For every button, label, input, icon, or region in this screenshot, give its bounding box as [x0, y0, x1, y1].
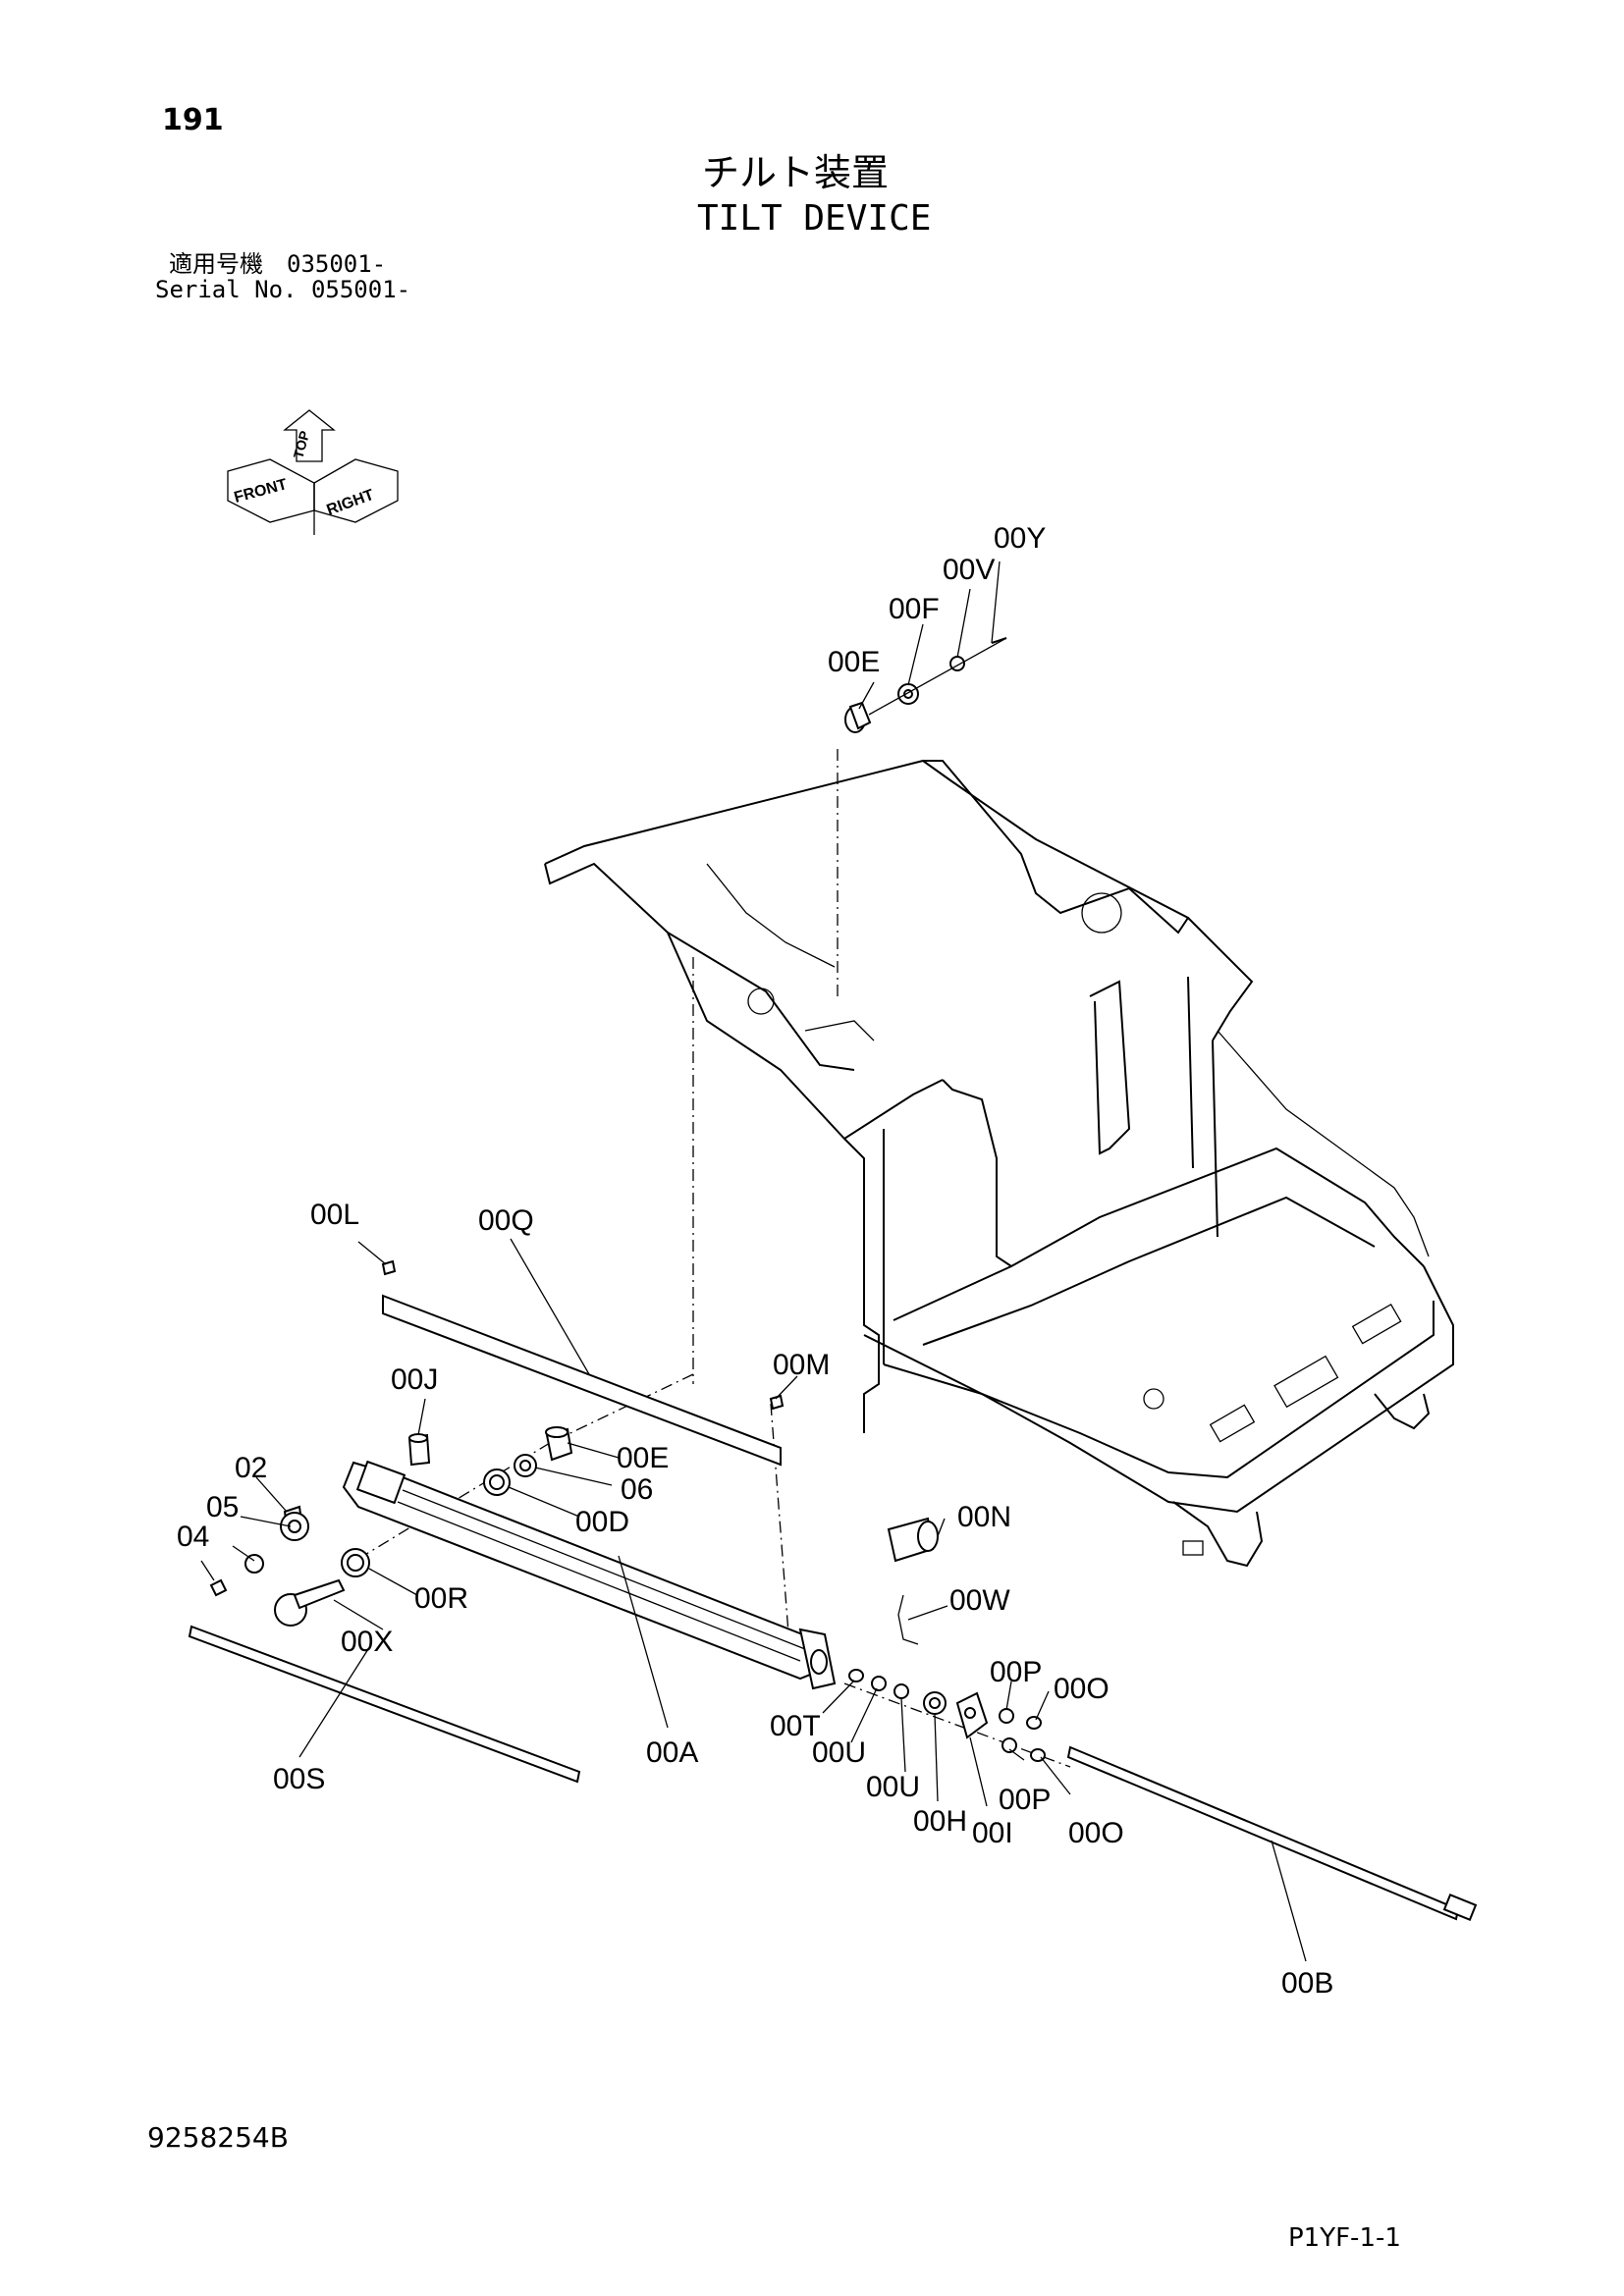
tilt-cylinder	[342, 1460, 837, 1690]
part-label-00a: 00A	[646, 1736, 698, 1769]
part-label-00m: 00M	[773, 1349, 830, 1381]
part-label-00e-upper: 00E	[828, 646, 880, 678]
orientation-label-right: RIGHT	[325, 487, 377, 519]
small-parts-left	[209, 1259, 785, 1627]
tilt-rails	[188, 1294, 1478, 1921]
part-label-00f: 00F	[889, 593, 940, 625]
part-label-00e-lower: 00E	[617, 1442, 669, 1474]
part-label-00o-upper: 00O	[1054, 1673, 1110, 1705]
part-label-00b: 00B	[1281, 1967, 1333, 2000]
leader-lines	[200, 561, 1307, 1962]
serial-range-japanese: 適用号機 035001-	[169, 250, 387, 278]
part-label-00v: 00V	[943, 554, 995, 586]
part-callouts: 00Y 00V 00F 00E 00L 00Q 00J 00M 00E 02 0…	[177, 522, 1333, 2000]
part-label-00n: 00N	[957, 1501, 1011, 1533]
part-label-00t: 00T	[770, 1710, 821, 1742]
part-label-00u-2: 00U	[866, 1771, 920, 1803]
small-parts-right	[848, 1517, 1046, 1762]
orientation-label-front: FRONT	[233, 476, 290, 507]
part-label-00x: 00X	[341, 1626, 393, 1658]
part-label-05: 05	[206, 1491, 239, 1523]
part-label-00r: 00R	[414, 1582, 468, 1615]
part-label-00q: 00Q	[478, 1204, 534, 1237]
part-label-04: 04	[177, 1521, 209, 1553]
part-label-00w: 00W	[949, 1584, 1010, 1617]
part-label-00p-lower: 00P	[999, 1784, 1051, 1816]
drawing-number: 9258254B	[147, 2121, 289, 2154]
part-label-00y: 00Y	[994, 522, 1046, 555]
page-title-japanese: チルト装置	[702, 151, 890, 194]
part-label-00s: 00S	[273, 1763, 325, 1795]
page-number: 191	[162, 103, 224, 137]
part-label-02: 02	[235, 1452, 267, 1484]
orientation-arrows-icon: FRONT TOP RIGHT	[227, 409, 399, 535]
part-label-00p-upper: 00P	[990, 1656, 1042, 1688]
page-title-english: TILT DEVICE	[697, 198, 932, 239]
orientation-label-top: TOP	[290, 429, 312, 460]
tilt-frame	[544, 759, 1454, 1568]
part-label-00u-1: 00U	[812, 1736, 866, 1769]
part-label-00j: 00J	[391, 1363, 438, 1396]
page-code: P1YF-1-1	[1288, 2223, 1401, 2253]
part-label-06: 06	[621, 1473, 653, 1506]
part-label-00d: 00D	[575, 1506, 629, 1538]
part-label-00o-lower: 00O	[1068, 1817, 1124, 1849]
part-label-00i: 00I	[972, 1817, 1013, 1849]
part-label-00l: 00L	[310, 1199, 359, 1231]
serial-range-english: Serial No. 055001-	[155, 276, 411, 303]
part-label-00h: 00H	[913, 1805, 967, 1838]
center-lines	[362, 749, 1071, 1768]
